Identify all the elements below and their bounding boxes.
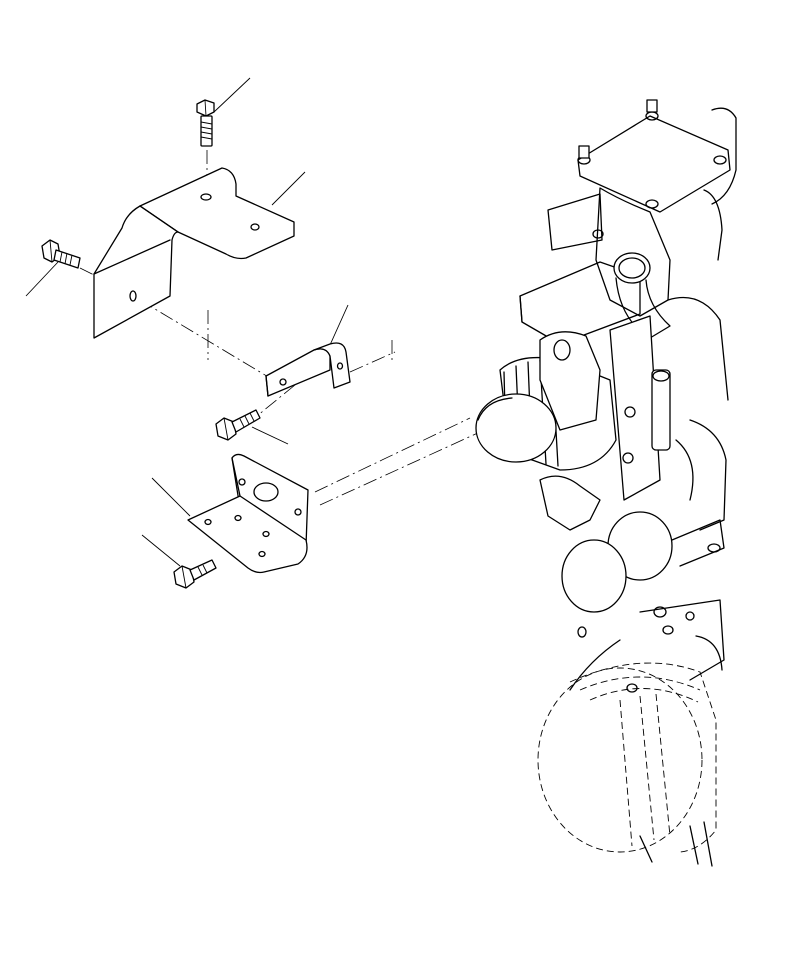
crank-pulley xyxy=(537,667,703,853)
engine-assembly xyxy=(475,99,737,867)
lower-bracket xyxy=(187,453,309,574)
alignment-lines xyxy=(79,150,481,506)
center-line-strap-right xyxy=(349,351,396,373)
bottom-bolt xyxy=(173,559,217,589)
center-line-bracket-to-alternator xyxy=(314,417,471,493)
top-cover-plate xyxy=(577,115,731,213)
leader-bottom-bolt xyxy=(141,534,181,567)
upper-bracket xyxy=(93,167,295,339)
small-strap-bracket xyxy=(265,342,351,397)
idler-pulley-2 xyxy=(561,539,627,613)
center-line-strap-to-bolt xyxy=(251,384,296,421)
leader-lines xyxy=(25,77,349,567)
leader-top-bolt xyxy=(213,77,251,113)
alternator-pulley xyxy=(475,393,557,463)
leader-lower-bracket xyxy=(151,477,191,517)
center-line-bracket-to-strap xyxy=(139,299,281,385)
leader-strap-bracket xyxy=(329,304,349,346)
center-line-bracket-to-alternator-2 xyxy=(319,431,481,506)
leader-upper-bracket xyxy=(271,171,306,206)
side-bolt xyxy=(41,239,81,269)
middle-bolt xyxy=(215,409,261,441)
leader-side-bolt xyxy=(25,261,59,297)
leader-middle-bolt xyxy=(251,426,289,445)
top-bolt xyxy=(196,99,215,147)
